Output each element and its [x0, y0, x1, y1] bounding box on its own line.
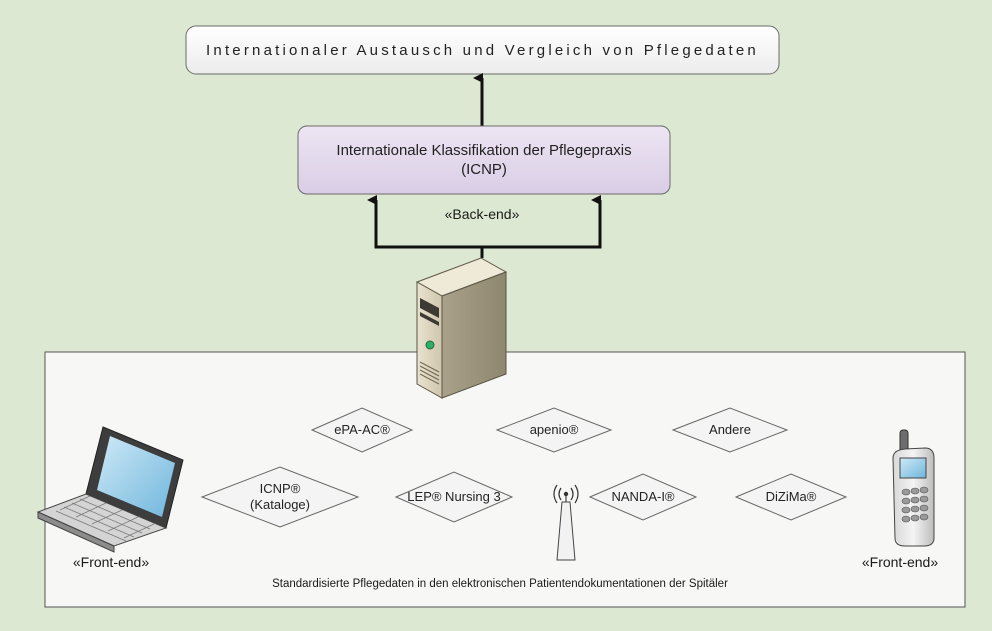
system-label-andere: Andere [709, 422, 751, 437]
laptop-icon [36, 426, 184, 553]
icnp-box [297, 125, 671, 195]
system-label-apenio: apenio® [529, 422, 579, 437]
mobile-phone-icon [892, 429, 935, 547]
icnp-title-line1: Internationale Klassifikation der Pflege… [336, 142, 632, 159]
system-diamond-andere [671, 407, 789, 453]
top-box-title: Internationaler Austausch und Vergleich … [206, 41, 759, 59]
arrow-left-branch [367, 195, 484, 258]
system-diamond-lep [394, 471, 514, 523]
system-diamond-icnp-kataloge [200, 466, 360, 528]
panel-caption: Standardisierte Pflegedaten in den elekt… [272, 578, 728, 590]
icnp-title-line2: (ICNP) [461, 161, 507, 178]
system-diamond-dizima [734, 473, 848, 521]
system-label-dizima: DiZiMa® [765, 489, 817, 504]
arrow-right-branch [482, 195, 602, 249]
antenna-icon [553, 484, 579, 561]
front-end-left-label: «Front-end» [72, 554, 150, 570]
front-end-right-label: «Front-end» [861, 554, 939, 570]
system-diamond-nanda [588, 473, 698, 521]
server-icon [415, 257, 508, 399]
system-label-icnp-kataloge: ICNP® (Kataloge) [250, 481, 310, 512]
system-label-epa-ac: ePA-AC® [334, 422, 390, 437]
hospital-panel [44, 351, 966, 608]
back-end-label: «Back-end» [444, 206, 520, 222]
system-label-lep: LEP® Nursing 3 [407, 489, 501, 504]
system-diamond-apenio [495, 407, 613, 453]
icnp-box-title: Internationale Klassifikation der Pflege… [298, 126, 670, 194]
system-label-nanda: NANDA-I® [611, 489, 675, 504]
system-diamond-epa-ac [310, 407, 414, 453]
